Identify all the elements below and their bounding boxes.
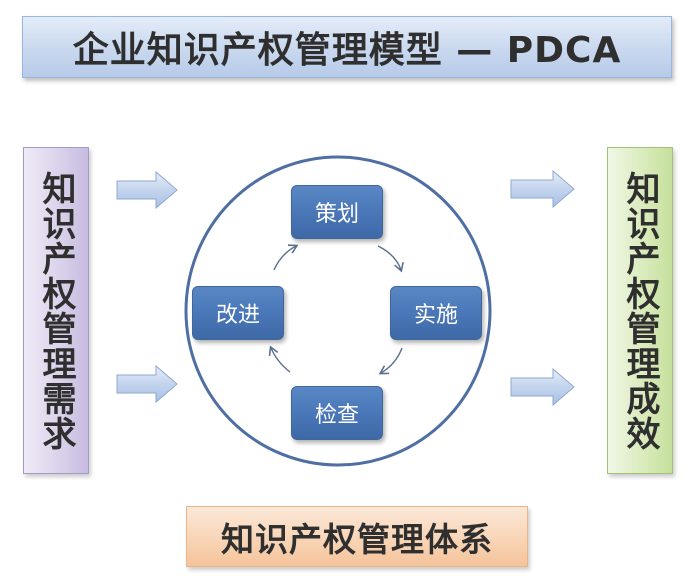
input-box: 知识产权管理需求 [23,147,89,474]
output-arrow-bottom [510,367,575,407]
arrow-check-to-act [268,345,291,373]
arrow-do-to-check [378,347,403,375]
diagram-title: 企业知识产权管理模型 — PDCA [72,30,622,71]
stage-do: 实施 [390,286,482,340]
cycle-circle [184,155,492,467]
stage-do-label: 实施 [413,303,458,328]
system-box: 知识产权管理体系 [186,506,528,567]
output-arrow-top [510,169,575,209]
arrow-act-to-plan [273,244,299,271]
stage-act-label: 改进 [215,303,260,328]
stage-plan-label: 策划 [314,202,359,227]
title-banner: 企业知识产权管理模型 — PDCA [22,16,672,78]
output-box: 知识产权管理成效 [607,147,673,474]
stage-plan: 策划 [291,185,383,239]
output-label: 知识产权管理成效 [620,170,660,451]
stage-check: 检查 [291,386,383,440]
system-label: 知识产权管理体系 [221,519,493,559]
input-label: 知识产权管理需求 [36,170,76,451]
arrow-plan-to-do [377,245,404,273]
input-arrow-top [116,170,178,210]
stage-check-label: 检查 [314,403,359,428]
input-arrow-bottom [116,364,178,404]
stage-act: 改进 [192,286,284,340]
